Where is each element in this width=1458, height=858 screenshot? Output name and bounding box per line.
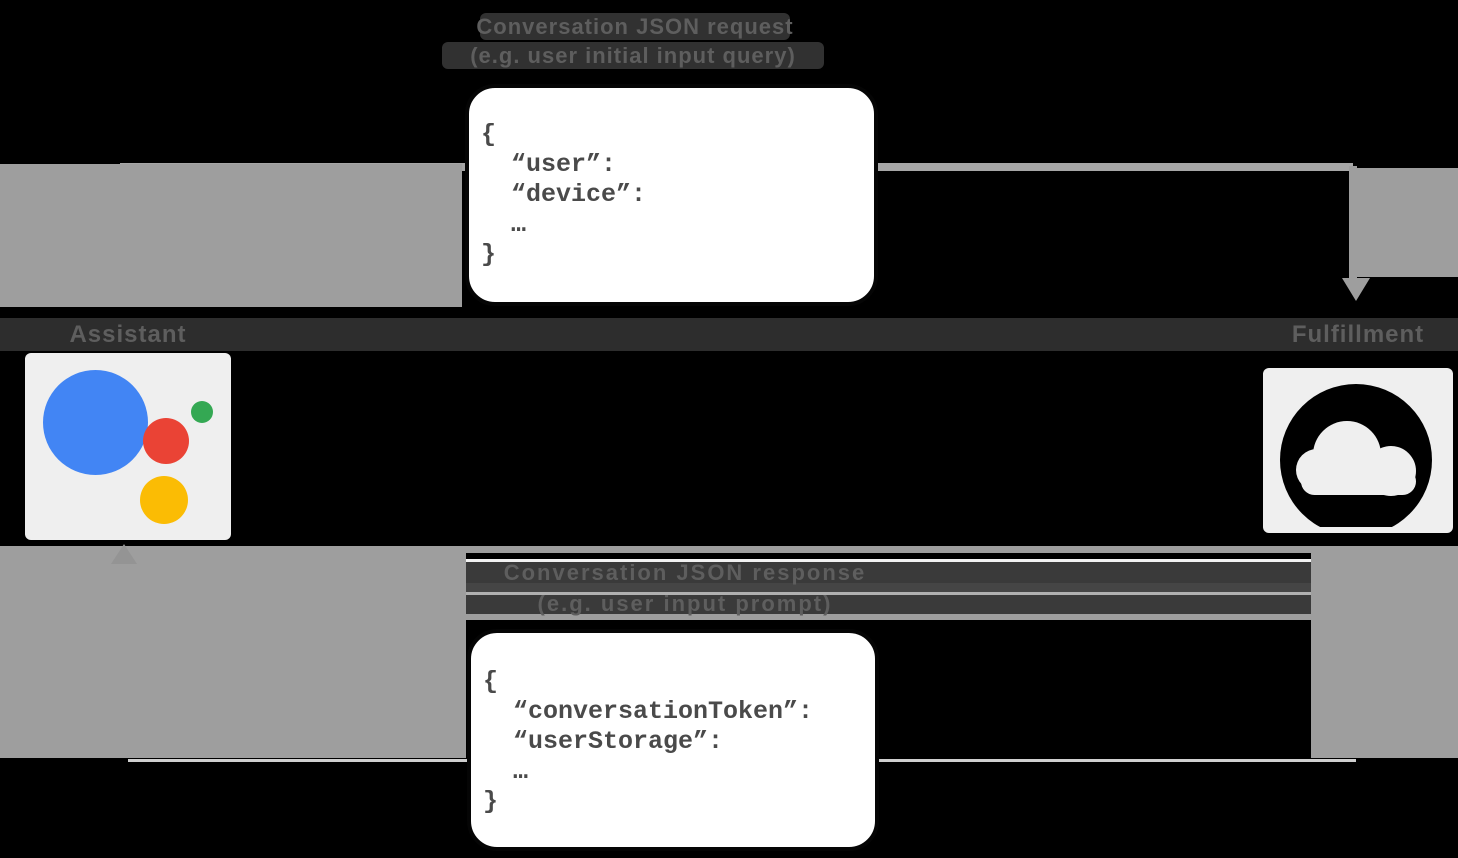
fulfillment-label: Fulfillment: [1291, 320, 1425, 348]
request-json-box: { “user”: “device”: … }: [465, 84, 878, 306]
response-label-stripe2: [466, 595, 1311, 614]
response-label-line1: Conversation JSON response: [503, 559, 867, 585]
response-label-stripe-mid: [466, 583, 1311, 592]
response-code-line: “userStorage”:: [483, 727, 724, 756]
request-label-line2: (e.g. user initial input query): [442, 42, 824, 69]
request-arrowhead-down-icon: [1342, 278, 1370, 301]
assistant-red-circle-icon: [143, 418, 189, 464]
request-arrow-vertical: [1349, 166, 1357, 278]
response-arrowhead-up-icon: [111, 544, 137, 564]
response-code-line: }: [483, 787, 499, 816]
request-code-line: …: [481, 210, 527, 239]
response-arrow-top-band: [466, 546, 1311, 553]
request-code-line: }: [481, 240, 497, 269]
request-code-line: “user”:: [481, 150, 617, 179]
response-code-line: {: [483, 667, 499, 696]
request-label-line1: Conversation JSON request: [476, 13, 794, 40]
request-code-line: “device”:: [481, 180, 647, 209]
fulfillment-panel: [1263, 368, 1453, 533]
assistant-panel: [25, 353, 231, 540]
response-code-line: “conversationToken”:: [483, 697, 814, 726]
response-arrow-edge-line: [466, 559, 1311, 562]
cloud-icon-bump-left: [1296, 449, 1338, 491]
assistant-label: Assistant: [69, 320, 187, 348]
response-label-light-line: [466, 592, 1311, 595]
response-label-stripe1: [466, 562, 1311, 583]
request-arrow-block-right: [1357, 168, 1458, 277]
response-label-line2: (e.g. user input prompt): [537, 591, 833, 616]
assistant-blue-circle-icon: [43, 370, 148, 475]
response-band-bottom-edge: [466, 614, 1311, 620]
response-arrow-block-left: [0, 546, 466, 758]
assistant-green-circle-icon: [191, 401, 213, 423]
response-json-box: { “conversationToken”: “userStorage”: … …: [467, 629, 879, 851]
node-label-band: [0, 318, 1458, 351]
response-code-line: …: [483, 757, 529, 786]
assistant-yellow-circle-icon: [140, 476, 188, 524]
request-arrow-block-left: [0, 164, 462, 307]
cloud-icon-bump-right: [1366, 446, 1416, 496]
request-code-line: {: [481, 120, 497, 149]
response-arrow-block-right: [1311, 546, 1458, 758]
